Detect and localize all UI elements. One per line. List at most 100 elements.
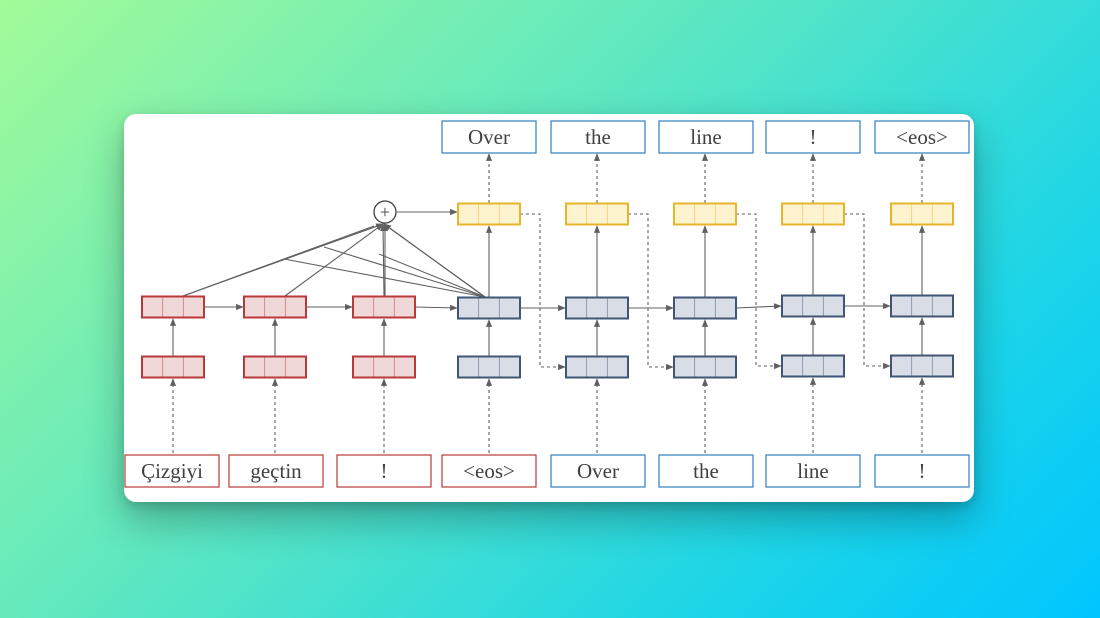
decoder-top-cell <box>890 294 954 318</box>
output-token-box-frame <box>765 120 861 154</box>
attention-line <box>284 223 384 297</box>
decoder-input-token-box-frame <box>874 454 970 488</box>
attentional-output-cell <box>890 202 954 226</box>
decoder-bottom-cell <box>781 354 845 378</box>
source-token-box: Çizgiyi <box>124 454 220 488</box>
attention-line <box>182 225 375 297</box>
input-feeding-arrow <box>520 213 566 371</box>
decoder-input-token-box-frame <box>550 454 646 488</box>
source-token-box: ! <box>336 454 432 488</box>
output-token-box-frame <box>550 120 646 154</box>
attention-line <box>323 246 486 298</box>
decoder-bottom-cell <box>890 354 954 378</box>
source-token-box-frame <box>228 454 324 488</box>
source-token-box: geçtin <box>228 454 324 488</box>
source-token-box-frame <box>124 454 220 488</box>
encoder-bottom-cell <box>352 355 416 379</box>
decoder-input-token-box-label: Over <box>577 459 619 483</box>
output-token-box-frame <box>874 120 970 154</box>
source-token-box-label: Çizgiyi <box>141 459 203 483</box>
decoder-top-cell <box>565 296 629 320</box>
decoder-input-token-box-frame <box>658 454 754 488</box>
decoder-bottom-cell-frame <box>673 355 737 379</box>
decoder-top-cell-frame <box>890 294 954 318</box>
output-token-box-frame <box>658 120 754 154</box>
output-token-box-label: <eos> <box>896 125 948 149</box>
decoder-input-token-box: <eos> <box>441 454 537 488</box>
decoder-input-token-box-label: the <box>693 459 719 483</box>
source-token-box-label: geçtin <box>250 459 302 483</box>
decoder-bottom-cell <box>673 355 737 379</box>
encoder-top-cell-frame <box>243 295 307 319</box>
encoder-state-arrow <box>414 304 458 311</box>
decoder-top-cell-frame <box>565 296 629 320</box>
output-token-box-label: Over <box>468 125 510 149</box>
attentional-output-cell-frame <box>565 202 629 226</box>
decoder-input-token-box-frame <box>441 454 537 488</box>
attention-line <box>380 223 387 297</box>
encoder-bottom-cell <box>141 355 205 379</box>
decoder-bottom-cell-frame <box>457 355 521 379</box>
attentional-output-cell-frame <box>673 202 737 226</box>
decoder-input-token-box: Over <box>550 454 646 488</box>
encoder-bottom-cell-frame <box>352 355 416 379</box>
decoder-bottom-cell <box>457 355 521 379</box>
decoder-bottom-cell <box>565 355 629 379</box>
encoder-top-cell <box>352 295 416 319</box>
decoder-top-cell-frame <box>781 294 845 318</box>
attention-sum-node: + <box>373 200 397 224</box>
attention-line <box>378 253 486 298</box>
attention-line <box>383 223 486 298</box>
output-token-box: Over <box>441 120 537 154</box>
output-token-box-frame <box>441 120 537 154</box>
encoder-top-cell <box>141 295 205 319</box>
attention-sum-circle <box>373 200 397 224</box>
attentional-output-cell <box>673 202 737 226</box>
decoder-top-cell-frame <box>673 296 737 320</box>
output-token-box: ! <box>765 120 861 154</box>
encoder-bottom-cell-frame <box>141 355 205 379</box>
output-token-box-label: line <box>690 125 722 149</box>
attentional-output-cell <box>565 202 629 226</box>
encoder-bottom-cell-frame <box>243 355 307 379</box>
decoder-top-cell-frame <box>457 296 521 320</box>
decoder-input-token-box: ! <box>874 454 970 488</box>
input-feeding-arrow <box>628 213 674 371</box>
diagram-card: + Çizgiyi geçtin! <eos> Over the line! Over the l… <box>124 114 974 502</box>
output-token-box: the <box>550 120 646 154</box>
encoder-top-cell-frame <box>352 295 416 319</box>
attentional-output-cell <box>781 202 845 226</box>
decoder-input-token-box-label: ! <box>919 459 926 483</box>
arrow-layer <box>169 153 926 453</box>
source-token-box-label: ! <box>381 459 388 483</box>
decoder-state-arrow <box>735 303 782 310</box>
attention-sum-symbol: + <box>380 202 390 222</box>
output-token-box: <eos> <box>874 120 970 154</box>
attentional-output-cell-frame <box>457 202 521 226</box>
decoder-input-token-box: the <box>658 454 754 488</box>
decoder-input-token-box-label: <eos> <box>463 459 515 483</box>
seq2seq-attention-diagram: + Çizgiyi geçtin! <eos> Over the line! Over the l… <box>124 120 970 488</box>
decoder-input-token-box: line <box>765 454 861 488</box>
decoder-top-cell <box>457 296 521 320</box>
source-token-box-frame <box>336 454 432 488</box>
output-token-box-label: ! <box>810 125 817 149</box>
encoder-bottom-cell <box>243 355 307 379</box>
attentional-output-cell-frame <box>890 202 954 226</box>
decoder-input-token-box-label: line <box>797 459 829 483</box>
output-token-box-label: the <box>585 125 611 149</box>
encoder-top-cell-frame <box>141 295 205 319</box>
encoder-top-cell <box>243 295 307 319</box>
decoder-input-token-box-frame <box>765 454 861 488</box>
decoder-bottom-cell-frame <box>890 354 954 378</box>
output-token-box: line <box>658 120 754 154</box>
input-feeding-arrow <box>736 213 782 370</box>
decoder-top-cell <box>781 294 845 318</box>
decoder-bottom-cell-frame <box>565 355 629 379</box>
decoder-bottom-cell-frame <box>781 354 845 378</box>
attentional-output-cell <box>457 202 521 226</box>
box-layer: + Çizgiyi geçtin! <eos> Over the line! Over the l… <box>124 120 970 488</box>
input-feeding-arrow <box>844 213 891 370</box>
attentional-output-cell-frame <box>781 202 845 226</box>
